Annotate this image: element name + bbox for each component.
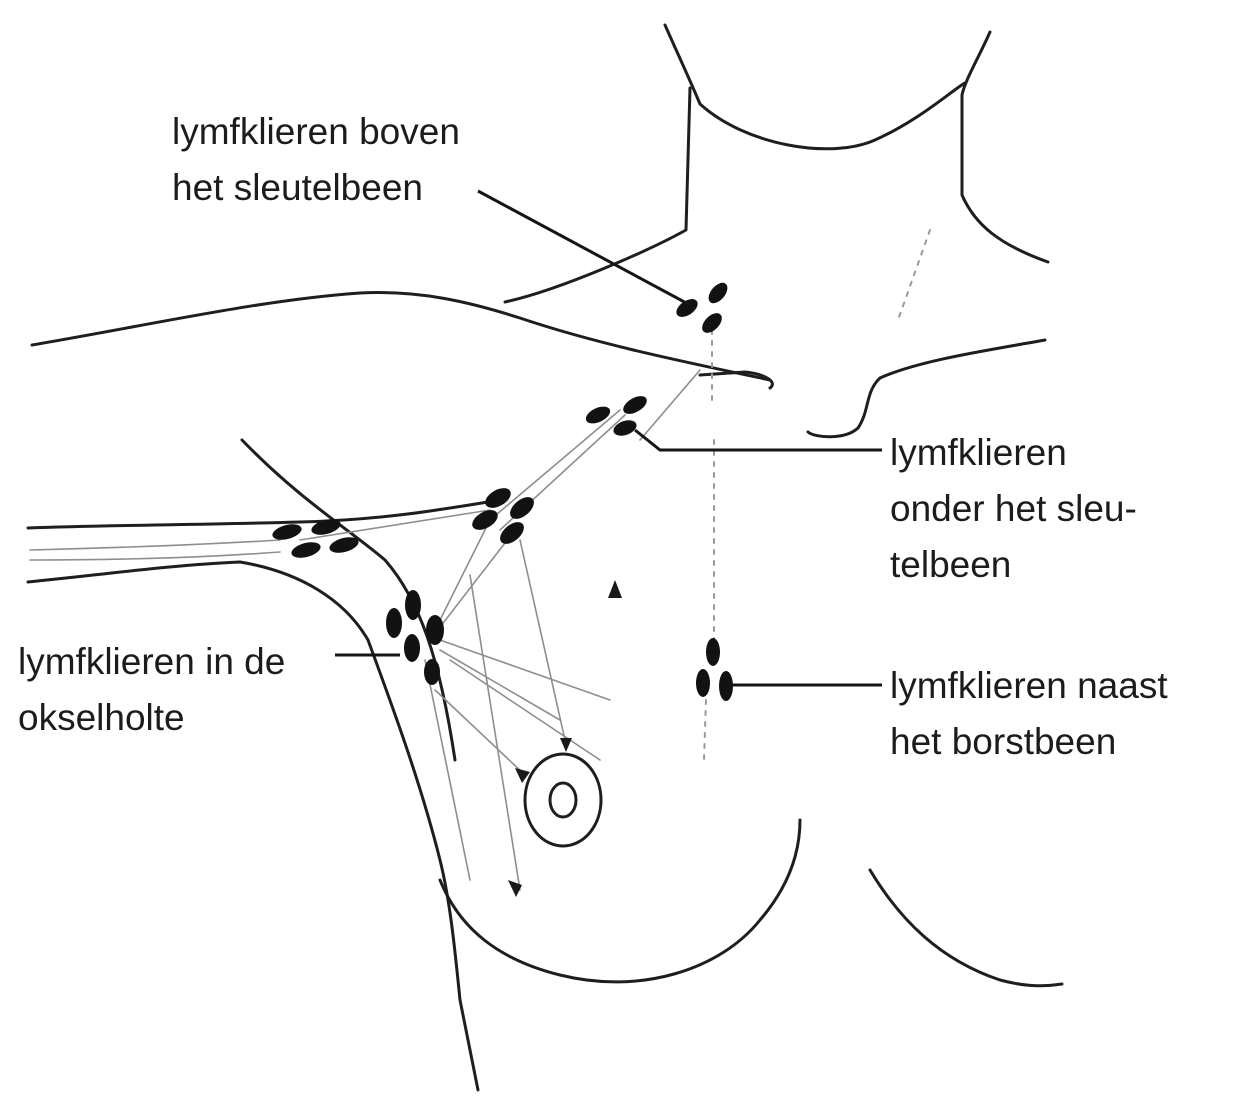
neck-left-contour bbox=[665, 25, 965, 149]
clavicle-contour bbox=[700, 372, 772, 388]
arm-vessel-2 bbox=[30, 552, 280, 560]
infraclavicular-leader-line bbox=[635, 430, 882, 450]
axillary-label: lymfklieren in de okselholte bbox=[18, 634, 285, 746]
infraclavicular-label-line-3: telbeen bbox=[890, 537, 1137, 593]
nipple bbox=[550, 783, 576, 817]
lymph-vessel bbox=[470, 575, 520, 890]
lymph-node bbox=[405, 590, 421, 620]
upper-axillary-nodes bbox=[469, 484, 538, 548]
arm-vessel-1 bbox=[30, 540, 280, 550]
lymph-vessel bbox=[450, 660, 600, 760]
neck-left-line bbox=[505, 88, 690, 302]
parasternal-label-line-1: lymfklieren naast bbox=[890, 658, 1168, 714]
lymph-node bbox=[611, 417, 638, 438]
shoulder-contour bbox=[32, 293, 770, 380]
lymph-node bbox=[696, 669, 710, 697]
lymph-node bbox=[386, 608, 402, 638]
lymph-vessel bbox=[440, 520, 490, 620]
lymph-node bbox=[620, 392, 650, 417]
lymph-nodes bbox=[271, 279, 733, 701]
lymph-vessel bbox=[490, 410, 620, 520]
supraclavicular-leader-line bbox=[478, 191, 690, 305]
lymph-vessels bbox=[300, 230, 930, 890]
supraclavicular-nodes bbox=[673, 279, 731, 336]
lymph-node bbox=[290, 539, 323, 560]
neck-right-line bbox=[962, 32, 1048, 262]
infraclavicular-label-line-1: lymfklieren bbox=[890, 425, 1137, 481]
parasternal-label-line-2: het borstbeen bbox=[890, 714, 1168, 770]
breast-outline bbox=[440, 820, 800, 982]
vessel-arrowheads bbox=[508, 580, 622, 897]
upper-arm-top bbox=[28, 500, 500, 528]
right-shoulder-contour bbox=[808, 340, 1045, 437]
lymph-node bbox=[426, 615, 444, 645]
lymph-vessel bbox=[425, 660, 470, 880]
lymph-node bbox=[706, 638, 720, 666]
lymph-node bbox=[404, 634, 420, 662]
lymph-node bbox=[705, 279, 731, 306]
lymph-node bbox=[719, 671, 733, 701]
parasternal-nodes bbox=[696, 638, 733, 701]
supraclavicular-label-line-2: het sleutelbeen bbox=[172, 160, 460, 216]
arrowhead bbox=[560, 738, 572, 752]
arrowhead bbox=[608, 580, 622, 598]
lymph-node bbox=[271, 521, 304, 542]
lymph-node bbox=[424, 659, 440, 685]
supraclavicular-label-line-1: lymfklieren boven bbox=[172, 104, 460, 160]
infraclavicular-label: lymfklieren onder het sleu- telbeen bbox=[890, 425, 1137, 593]
axillary-nodes bbox=[386, 590, 444, 685]
parasternal-label: lymfklieren naast het borstbeen bbox=[890, 658, 1168, 770]
lymph-vessel bbox=[435, 690, 525, 775]
lymph-vessel bbox=[640, 370, 700, 440]
lymph-vessel bbox=[898, 230, 930, 320]
lymph-node bbox=[583, 403, 612, 427]
areola bbox=[525, 754, 601, 846]
infraclavicular-label-line-2: onder het sleu- bbox=[890, 481, 1137, 537]
right-breast-outline bbox=[870, 870, 1062, 986]
lymph-node bbox=[496, 518, 528, 548]
lymph-vessel bbox=[704, 700, 706, 760]
axillary-label-line-2: okselholte bbox=[18, 690, 285, 746]
lymph-node bbox=[482, 484, 514, 512]
lymph-node bbox=[506, 493, 538, 523]
arrowhead bbox=[508, 880, 522, 897]
supraclavicular-label: lymfklieren boven het sleutelbeen bbox=[172, 104, 460, 216]
axillary-label-line-1: lymfklieren in de bbox=[18, 634, 285, 690]
